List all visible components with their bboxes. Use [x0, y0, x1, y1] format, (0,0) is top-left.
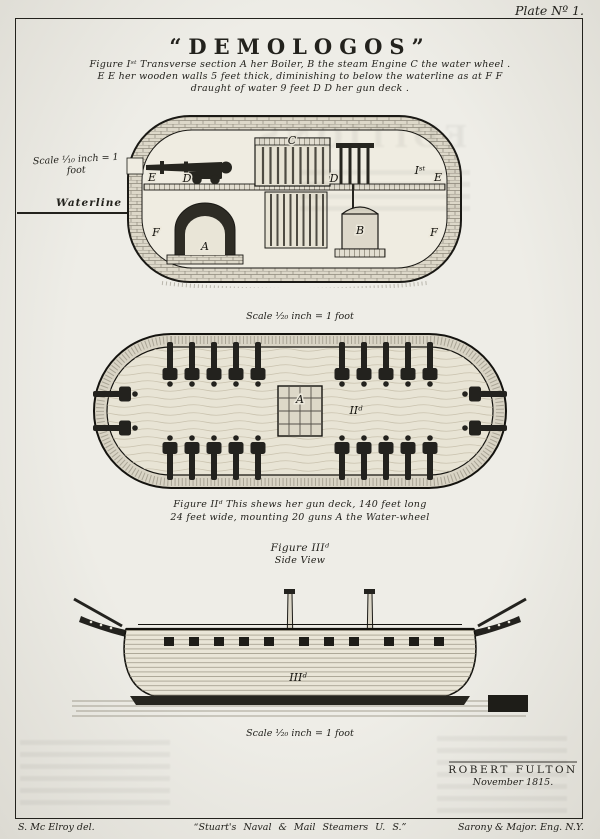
water-wheel	[264, 191, 328, 249]
plate-title: “DEMOLOGOS”	[169, 34, 431, 59]
figure2-caption-line2: 24 feet wide, mounting 20 guns A the Wat…	[170, 512, 430, 523]
signature-name: ROBERT FULTON	[448, 764, 578, 776]
gun-port-opening	[126, 157, 144, 175]
label-wheel-c: C	[288, 134, 297, 147]
figure-3-drawing: IIIᵈ	[72, 589, 528, 717]
label-waterwheel-a: A	[295, 393, 304, 406]
figure2-ref: IIᵈ	[348, 404, 363, 417]
label-wall-e1: E	[147, 171, 156, 184]
bleed-through-text: EDITIONS	[252, 120, 468, 155]
figure1-caption-line3: draught of water 9 feet D D her gun deck…	[190, 83, 410, 94]
bleed-through-block-left	[20, 740, 170, 812]
bleed-through-block-right	[437, 736, 567, 814]
waterline-line	[17, 212, 129, 214]
figure1-ref: Iˢᵗ	[414, 164, 426, 177]
signature-rule	[449, 761, 577, 763]
dock-block	[488, 695, 528, 712]
label-engine-b: B	[355, 224, 364, 237]
figure3-subtitle: Side View	[274, 555, 326, 566]
bleed-through-block-top	[300, 170, 470, 214]
steam-engine-frame	[336, 143, 374, 210]
label-wall-f1: F	[151, 226, 160, 239]
label-wall-e2: E	[433, 171, 442, 184]
figure1-caption-line2: E E her wooden walls 5 feet thick, dimin…	[97, 71, 503, 82]
plate-number: Plate Nº 1.	[515, 3, 584, 18]
credit-source-book: “Stuart's Naval & Mail Steamers U. S.”	[193, 822, 407, 833]
figure3-ref: IIIᵈ	[288, 671, 307, 684]
stern-ornament	[474, 597, 527, 637]
hull-wall-hatching	[96, 336, 504, 486]
label-wall-f2: F	[429, 226, 438, 239]
figure-1-drawing: A B C D D E E F F Iˢᵗ	[126, 115, 462, 288]
figure-2-drawing: A IIᵈ	[93, 333, 507, 489]
boiler-furnace	[166, 202, 244, 265]
waterline-label: Waterline	[56, 197, 123, 209]
hull-bottom-shading	[161, 281, 428, 288]
waterline-shadow	[130, 696, 470, 705]
signature-date: November 1815.	[472, 777, 554, 788]
figure3-scale-label: Scale ¹⁄₂₀ inch = 1 foot	[246, 728, 354, 739]
figure1-caption-line1: Figure Iˢᵗ Transverse section A her Boil…	[89, 59, 511, 70]
paddle-wheel-housing-plan	[277, 385, 323, 437]
steam-cylinder	[334, 206, 386, 258]
figure3-title: Figure IIIᵈ	[270, 542, 330, 554]
figure2-caption-line1: Figure IIᵈ This shews her gun deck, 140 …	[173, 499, 427, 510]
figure2-scale-label: Scale ¹⁄₂₀ inch = 1 foot	[246, 311, 354, 322]
gun-ports-row	[164, 637, 444, 646]
bow-ornament	[73, 597, 126, 637]
label-boiler-a: A	[200, 240, 209, 253]
water-wheel-housing	[254, 137, 331, 187]
label-deck-d2: D	[329, 172, 339, 185]
deck-cannon	[146, 161, 232, 185]
plate-border	[15, 18, 583, 819]
credit-engraver: Sarony & Major. Eng. N.Y.	[458, 822, 584, 833]
credit-delineator: S. Mc Elroy del.	[18, 822, 95, 833]
label-deck-d1: D	[182, 172, 192, 185]
